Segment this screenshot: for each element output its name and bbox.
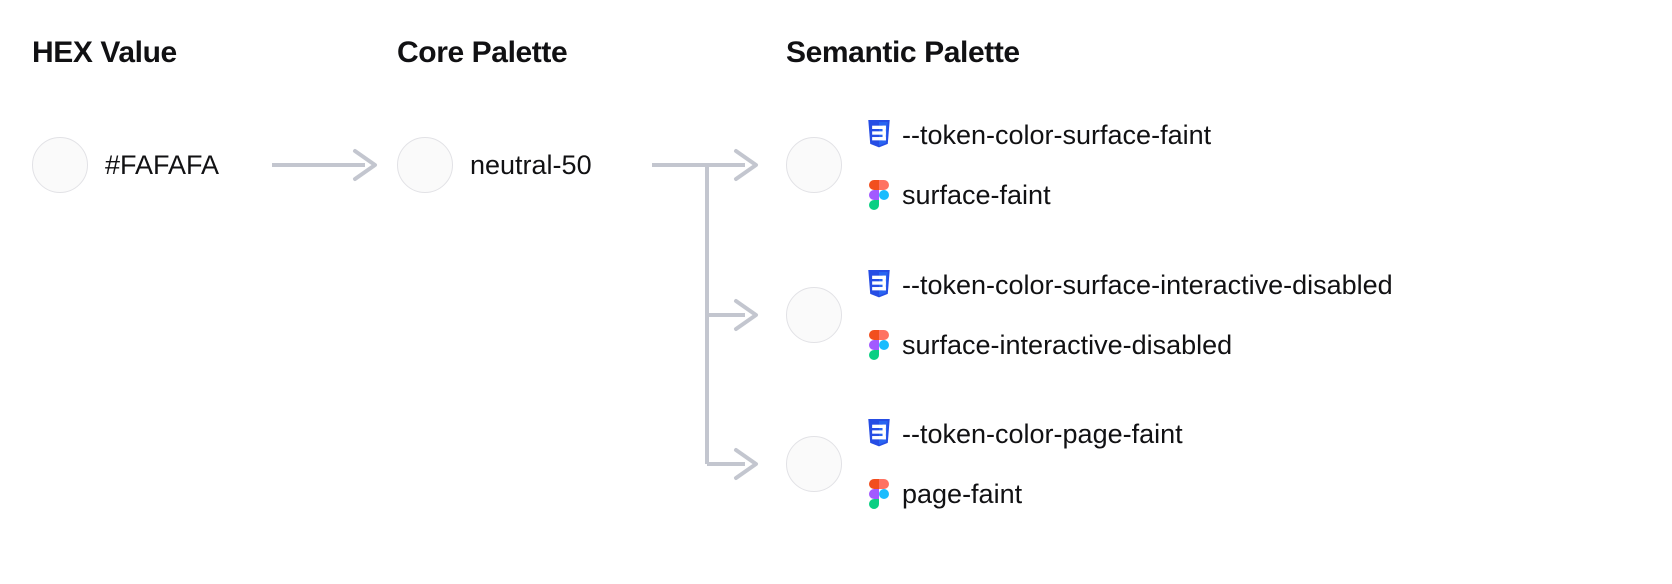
semantic-swatch-surface-faint <box>786 137 842 193</box>
semantic-row-surface-interactive-disabled: --token-color-surface-interactive-disabl… <box>866 265 1666 365</box>
arrow-core-to-semantic-tree <box>652 149 758 480</box>
figma-token-name: page-faint <box>902 479 1023 509</box>
semantic-swatch-surface-interactive-disabled <box>786 287 842 343</box>
core-palette-swatch <box>397 137 453 193</box>
figma-logo-icon <box>869 330 889 360</box>
core-palette-label: neutral-50 <box>470 150 592 180</box>
figma-token-line: surface-interactive-disabled <box>866 325 1666 365</box>
column-header-semantic-palette: Semantic Palette <box>786 36 1020 69</box>
css-token-name: --token-color-surface-interactive-disabl… <box>902 270 1393 300</box>
figma-token-name: surface-faint <box>902 180 1051 210</box>
css3-shield-icon <box>868 419 890 447</box>
css3-shield-icon <box>868 270 890 298</box>
css-token-name: --token-color-surface-faint <box>902 120 1212 150</box>
css3-shield-icon <box>868 120 890 148</box>
semantic-row-page-faint: --token-color-page-faint page-faint <box>866 414 1666 514</box>
css-token-line: --token-color-page-faint <box>866 414 1666 454</box>
semantic-swatch-page-faint <box>786 436 842 492</box>
hex-value-swatch <box>32 137 88 193</box>
css-token-line: --token-color-surface-interactive-disabl… <box>866 265 1666 305</box>
arrow-hex-to-core <box>272 149 377 181</box>
figma-logo-icon <box>869 479 889 509</box>
column-header-core-palette: Core Palette <box>397 36 568 69</box>
hex-value-label: #FAFAFA <box>105 150 220 180</box>
semantic-row-surface-faint: --token-color-surface-faint surface-fain… <box>866 115 1666 215</box>
column-header-hex-value: HEX Value <box>32 36 177 69</box>
figma-token-name: surface-interactive-disabled <box>902 330 1233 360</box>
figma-token-line: page-faint <box>866 474 1666 514</box>
css-token-name: --token-color-page-faint <box>902 419 1183 449</box>
figma-logo-icon <box>869 180 889 210</box>
css-token-line: --token-color-surface-faint <box>866 115 1666 155</box>
figma-token-line: surface-faint <box>866 175 1666 215</box>
